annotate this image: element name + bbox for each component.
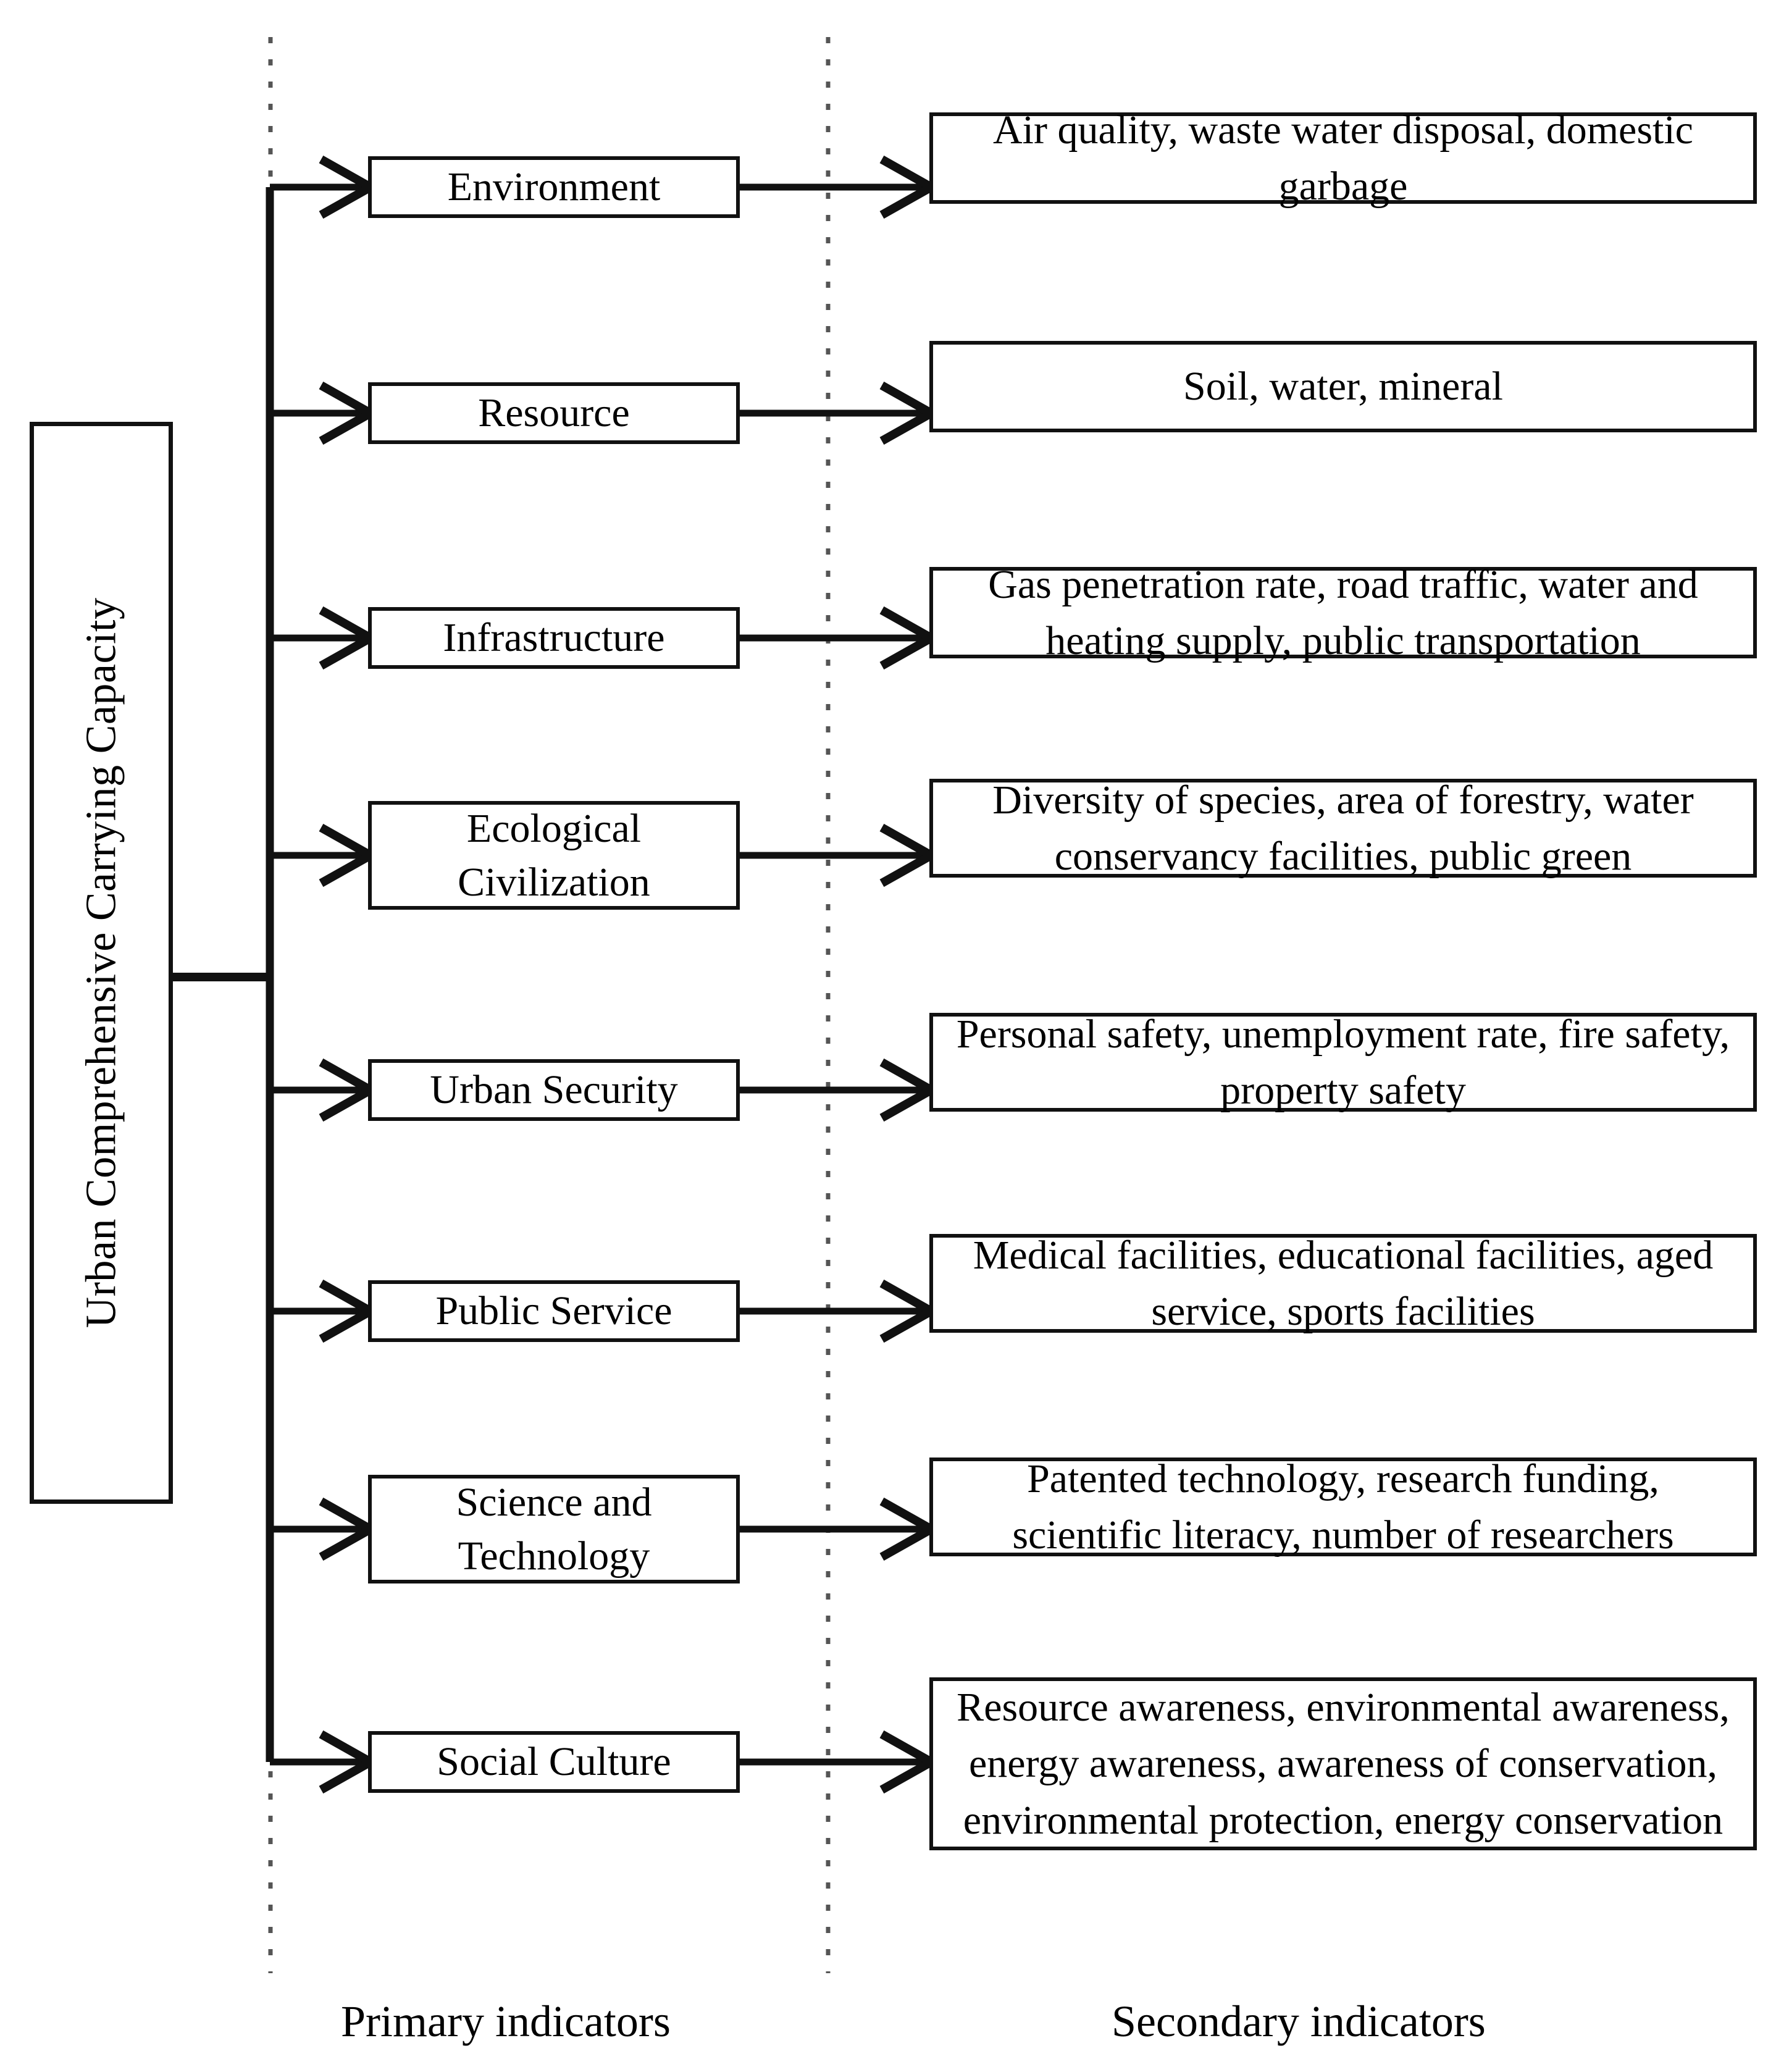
primary-box-science-and-technology[interactable]: Science and Technology <box>368 1475 740 1583</box>
primary-box-urban-security[interactable]: Urban Security <box>368 1059 740 1121</box>
arrowhead-secondary-3 <box>879 606 940 670</box>
arrowhead-secondary-6 <box>879 1279 940 1343</box>
column-caption-secondary: Secondary indicators <box>1112 1997 1486 2046</box>
arrowhead-primary-4 <box>319 823 380 887</box>
secondary-box-environment[interactable]: Air quality, waste water disposal, domes… <box>929 107 1757 209</box>
root-node-label: Urban Comprehensive Carrying Capacity <box>77 597 125 1328</box>
primary-box-label: Urban Security <box>430 1067 678 1113</box>
column-caption-primary: Primary indicators <box>341 1997 671 2046</box>
primary-box-resource[interactable]: Resource <box>368 382 740 444</box>
primary-box-ecological-civilization[interactable]: Ecological Civilization <box>368 801 740 910</box>
secondary-box-label: Resource awareness, environmental awaren… <box>957 1685 1730 1843</box>
arrowhead-primary-5 <box>319 1058 380 1122</box>
secondary-box-label: Soil, water, mineral <box>1183 364 1503 409</box>
arrowhead-secondary-4 <box>879 823 940 887</box>
arrowhead-secondary-7 <box>879 1497 940 1561</box>
secondary-box-infrastructure[interactable]: Gas penetration rate, road traffic, wate… <box>929 562 1757 663</box>
arrowhead-secondary-2 <box>879 381 940 445</box>
primary-box-label: Ecological Civilization <box>458 805 650 905</box>
secondary-box-social-culture[interactable]: Resource awareness, environmental awaren… <box>929 1677 1757 1850</box>
root-node[interactable]: Urban Comprehensive Carrying Capacity <box>30 422 173 1504</box>
primary-box-label: Public Service <box>435 1288 672 1334</box>
primary-box-label: Science and Technology <box>456 1479 652 1579</box>
primary-box-social-culture[interactable]: Social Culture <box>368 1731 740 1793</box>
secondary-box-label: Gas penetration rate, road traffic, wate… <box>988 561 1698 663</box>
secondary-box-ecological-civilization[interactable]: Diversity of species, area of forestry, … <box>929 778 1757 879</box>
arrowhead-primary-2 <box>319 381 380 445</box>
arrowhead-primary-8 <box>319 1730 380 1794</box>
secondary-box-science-and-technology[interactable]: Patented technology, research funding, s… <box>929 1456 1757 1558</box>
arrowhead-secondary-1 <box>879 155 940 219</box>
primary-box-label: Social Culture <box>437 1739 671 1785</box>
arrowhead-primary-1 <box>319 155 380 219</box>
arrowhead-secondary-5 <box>879 1058 940 1122</box>
secondary-box-public-service[interactable]: Medical facilities, educational faciliti… <box>929 1233 1757 1334</box>
arrowhead-primary-6 <box>319 1279 380 1343</box>
secondary-box-label: Medical facilities, educational faciliti… <box>973 1232 1714 1334</box>
primary-box-label: Resource <box>478 390 630 436</box>
secondary-box-label: Personal safety, unemployment rate, fire… <box>956 1011 1730 1113</box>
primary-box-environment[interactable]: Environment <box>368 156 740 218</box>
guide-lines <box>268 37 831 1973</box>
arrowhead-secondary-8 <box>879 1730 940 1794</box>
secondary-box-urban-security[interactable]: Personal safety, unemployment rate, fire… <box>929 1012 1757 1113</box>
arrowhead-primary-7 <box>319 1497 380 1561</box>
secondary-box-resource[interactable]: Soil, water, mineral <box>929 341 1757 432</box>
secondary-box-label: Air quality, waste water disposal, domes… <box>993 107 1693 209</box>
primary-box-public-service[interactable]: Public Service <box>368 1280 740 1342</box>
secondary-box-label: Patented technology, research funding, s… <box>1012 1456 1674 1558</box>
secondary-box-label: Diversity of species, area of forestry, … <box>992 777 1694 879</box>
primary-box-infrastructure[interactable]: Infrastructure <box>368 607 740 669</box>
arrowhead-primary-3 <box>319 606 380 670</box>
primary-box-label: Infrastructure <box>443 615 665 661</box>
primary-box-label: Environment <box>447 164 661 210</box>
